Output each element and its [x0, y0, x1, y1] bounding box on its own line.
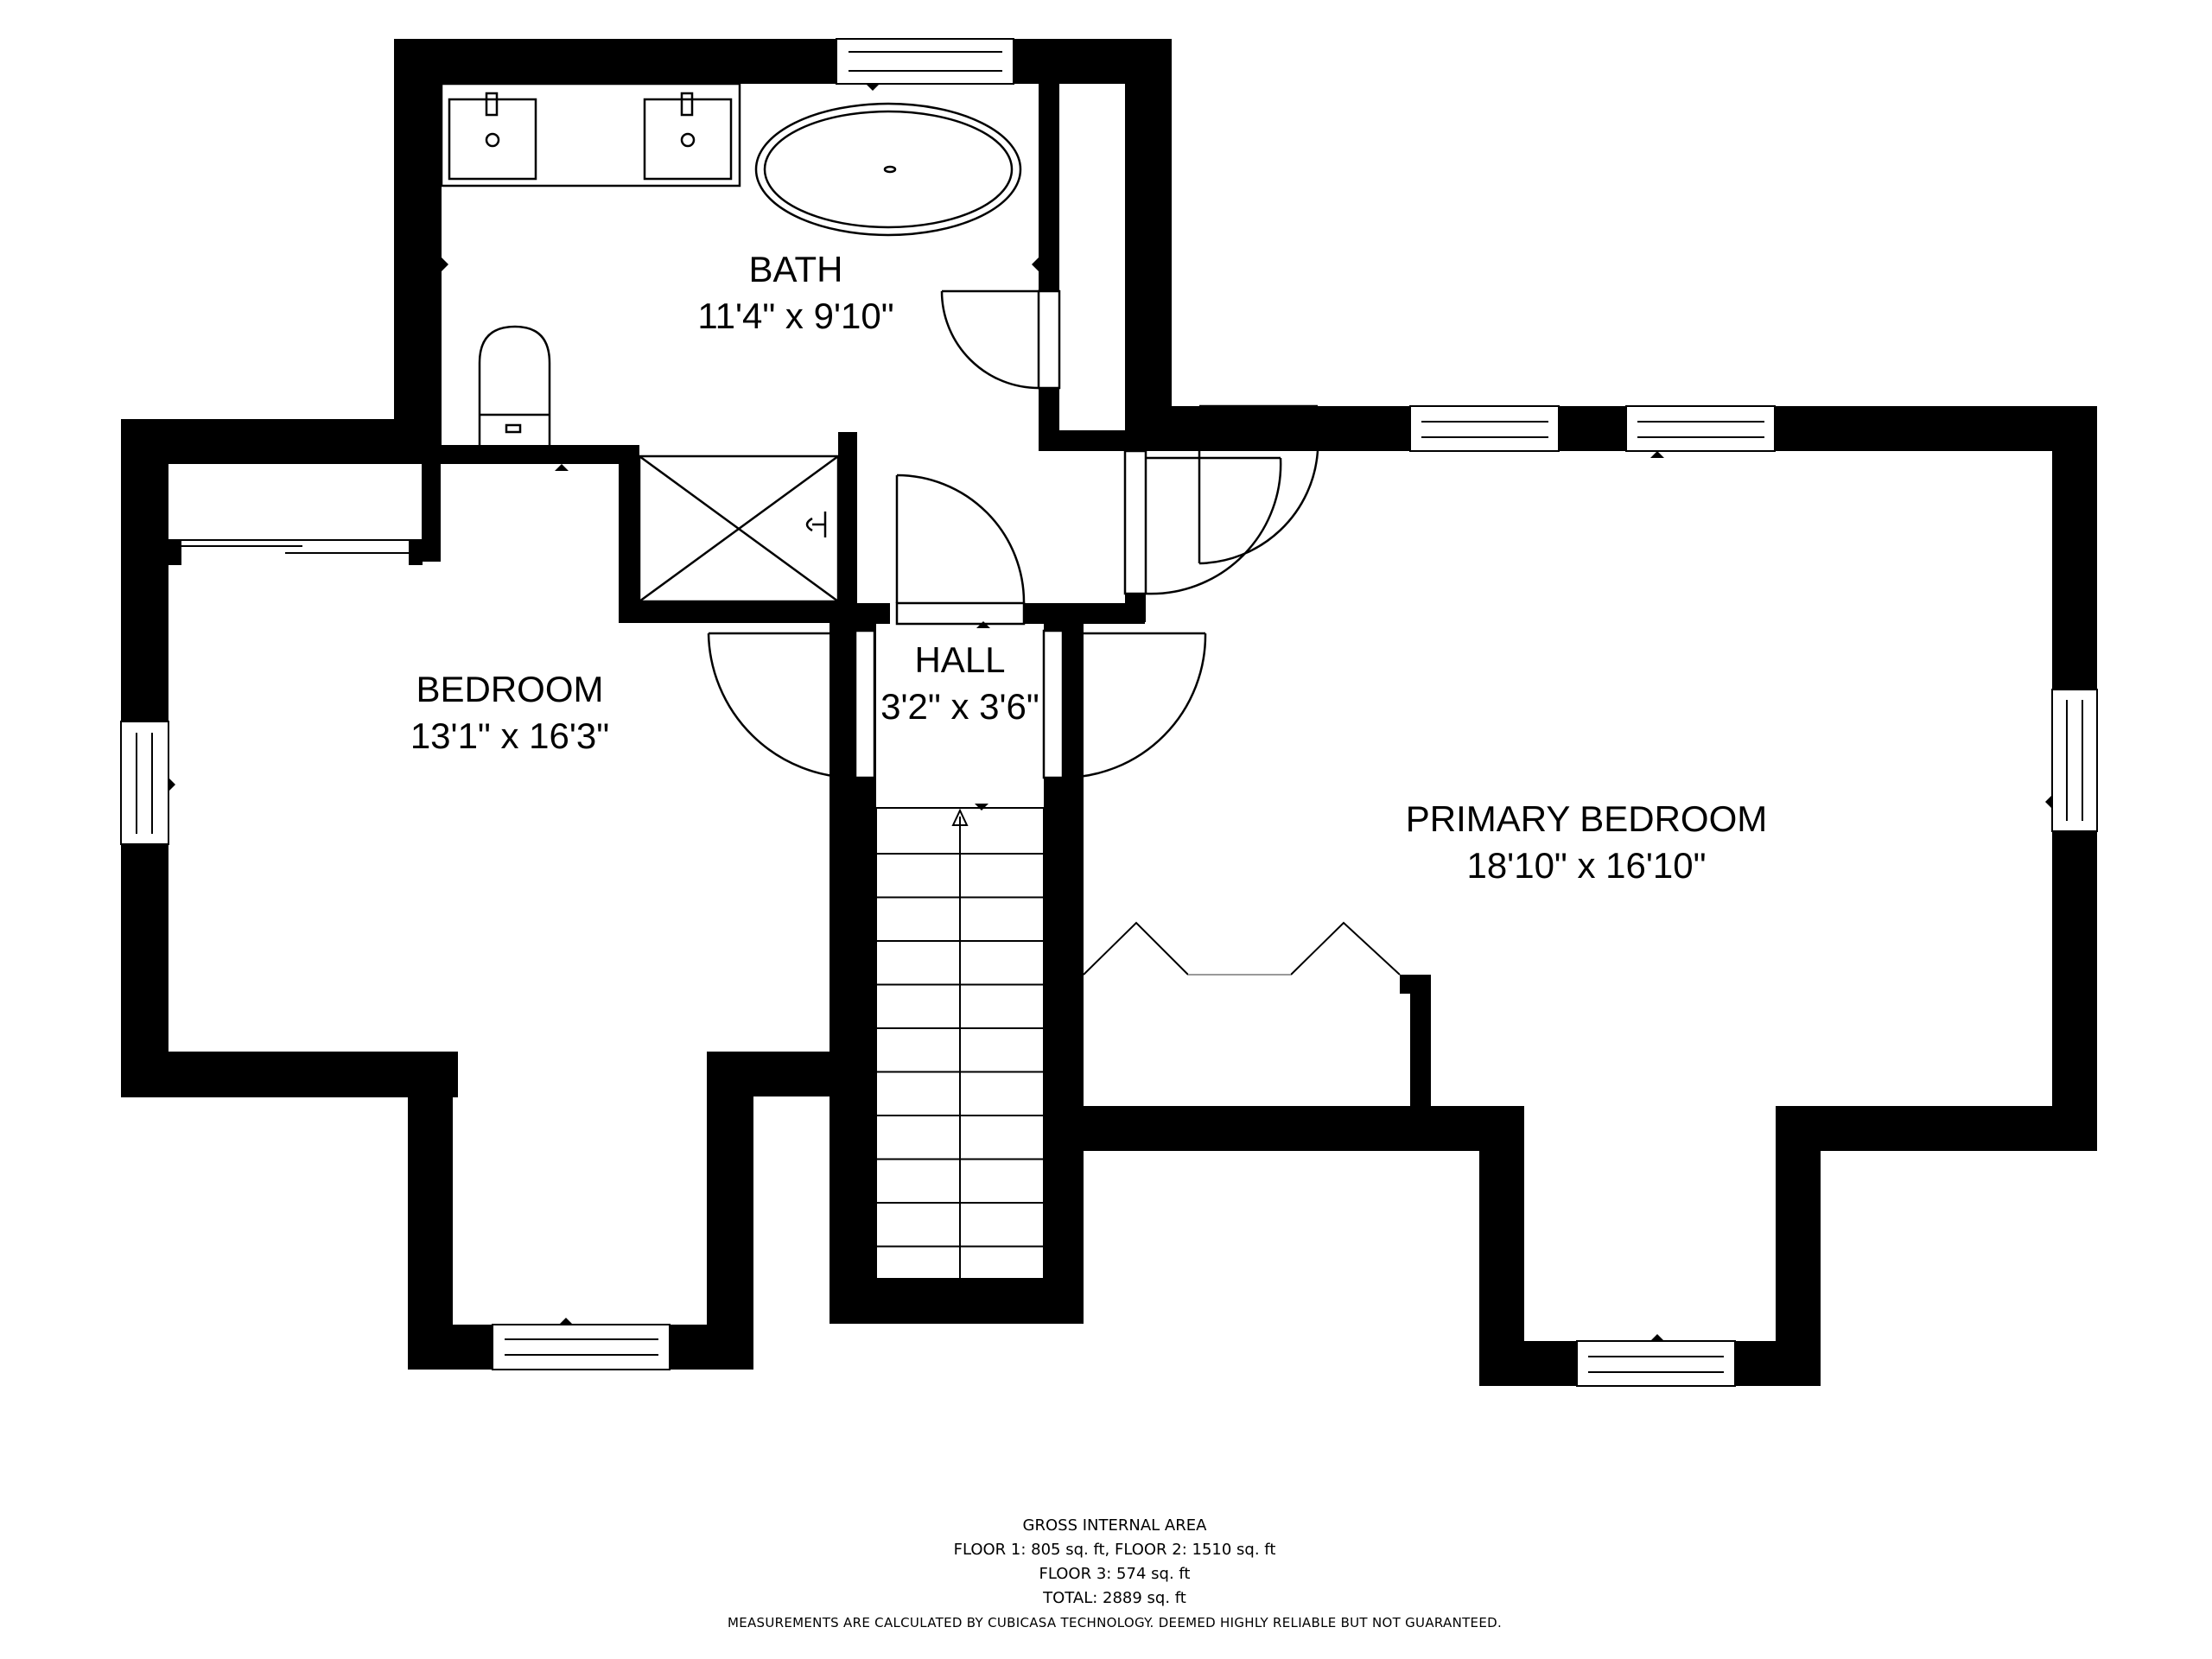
label-bath-name: BATH [749, 249, 843, 289]
area-floor-3: FLOOR 3: 574 sq. ft [1039, 1565, 1191, 1583]
windows [120, 38, 2098, 1387]
wall-bedroom-closet-top [441, 445, 639, 464]
wall-primary-closet-stub [1400, 975, 1431, 994]
label-hall-name: HALL [914, 639, 1005, 680]
bedroom-closet-doors [168, 539, 423, 565]
wall-primary-top [1125, 406, 2097, 451]
wall-bath-left [394, 39, 442, 454]
wall-primary-bay-right [1776, 1106, 1821, 1385]
area-summary: GROSS INTERNAL AREA FLOOR 1: 805 sq. ft,… [0, 1514, 2212, 1635]
label-bedroom-size: 13'1" x 16'3" [410, 715, 609, 756]
shower [638, 454, 840, 603]
wall-primary-closet-right [1410, 975, 1431, 1113]
window-bath-top [836, 38, 1014, 85]
window-primary-top-1 [1409, 405, 1560, 452]
label-bath-size: 11'4" x 9'10" [697, 296, 893, 336]
opening-markers [168, 84, 2052, 1341]
wall-hall-top-right [1024, 603, 1145, 624]
wall-primary-bottom-left [1044, 1106, 1524, 1151]
window-primary-bottom [1576, 1340, 1736, 1387]
wall-shower-left [619, 445, 639, 622]
wall-primary-bottom-right [1776, 1106, 2097, 1151]
bathtub [754, 102, 1022, 237]
stair-arrow-icon [951, 808, 969, 826]
bath-fixtures [440, 82, 1022, 603]
wall-bath-top [394, 39, 1172, 84]
wall-primary-closet-stub-left [1063, 975, 1084, 994]
label-primary-name: PRIMARY BEDROOM [1406, 798, 1768, 839]
wall-shower-bottom [619, 602, 857, 623]
window-bedroom-left [120, 721, 169, 845]
window-primary-top-2 [1625, 405, 1776, 452]
doors [707, 289, 1319, 779]
wall-bath-right [1125, 39, 1172, 449]
wall-primary-bay-left [1479, 1106, 1524, 1386]
label-hall-size: 3'2" x 3'6" [880, 686, 1039, 727]
area-floors-1-2: FLOOR 1: 805 sq. ft, FLOOR 2: 1510 sq. f… [953, 1541, 1276, 1559]
shower-head-icon [805, 512, 827, 537]
window-bedroom-bottom [492, 1324, 671, 1370]
vanity-counter [440, 82, 741, 188]
sink-left [448, 98, 537, 181]
walls [121, 39, 2097, 1386]
toilet [478, 325, 551, 445]
room-labels: BATH 11'4" x 9'10" BEDROOM 13'1" x 16'3"… [410, 249, 1767, 886]
wall-bedroom-bottom-left [121, 1052, 458, 1097]
label-primary-size: 18'10" x 16'10" [1466, 845, 1706, 886]
stairs [875, 807, 1045, 1280]
label-bedroom-name: BEDROOM [416, 669, 603, 709]
wall-bath-inner-vertical [1039, 78, 1059, 449]
wall-bedroom-closet-divider [422, 449, 441, 562]
wall-bedroom-top [121, 419, 441, 464]
measurement-disclaimer: MEASUREMENTS ARE CALCULATED BY CUBICASA … [727, 1615, 1503, 1630]
sink-right [643, 98, 733, 181]
wall-bedroom-bay-left [408, 1052, 453, 1370]
wall-bedroom-bay-right [707, 1052, 753, 1370]
primary-closet-doors [1083, 921, 1401, 976]
window-primary-right [2051, 689, 2098, 832]
area-total: TOTAL: 2889 sq. ft [1043, 1589, 1186, 1607]
wall-stair-bottom [830, 1279, 1084, 1324]
wall-shower-right [838, 432, 857, 622]
area-heading: GROSS INTERNAL AREA [1022, 1516, 1207, 1535]
